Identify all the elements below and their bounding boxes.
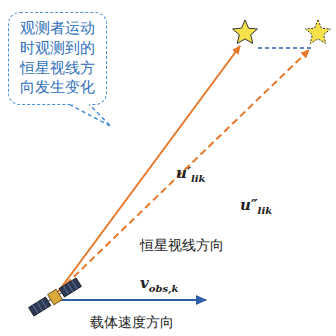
- vector-label: u″lik: [240, 196, 272, 216]
- axis-text: 恒星视线方向: [140, 237, 224, 255]
- callout-text: 观测者运动时观测到的恒星视线方向发生变化: [20, 19, 95, 98]
- vector-label: vobs,k: [140, 274, 178, 294]
- vector-label: u′lik: [176, 164, 205, 184]
- callout-bubble: 观测者运动时观测到的恒星视线方向发生变化: [8, 12, 107, 105]
- star: [233, 20, 258, 44]
- axis-text: 载体速度方向: [90, 314, 174, 332]
- satellite: [28, 277, 82, 317]
- apparent-star: [306, 20, 331, 44]
- velocity-arrow: [60, 299, 206, 301]
- star-offset-line: [258, 47, 312, 49]
